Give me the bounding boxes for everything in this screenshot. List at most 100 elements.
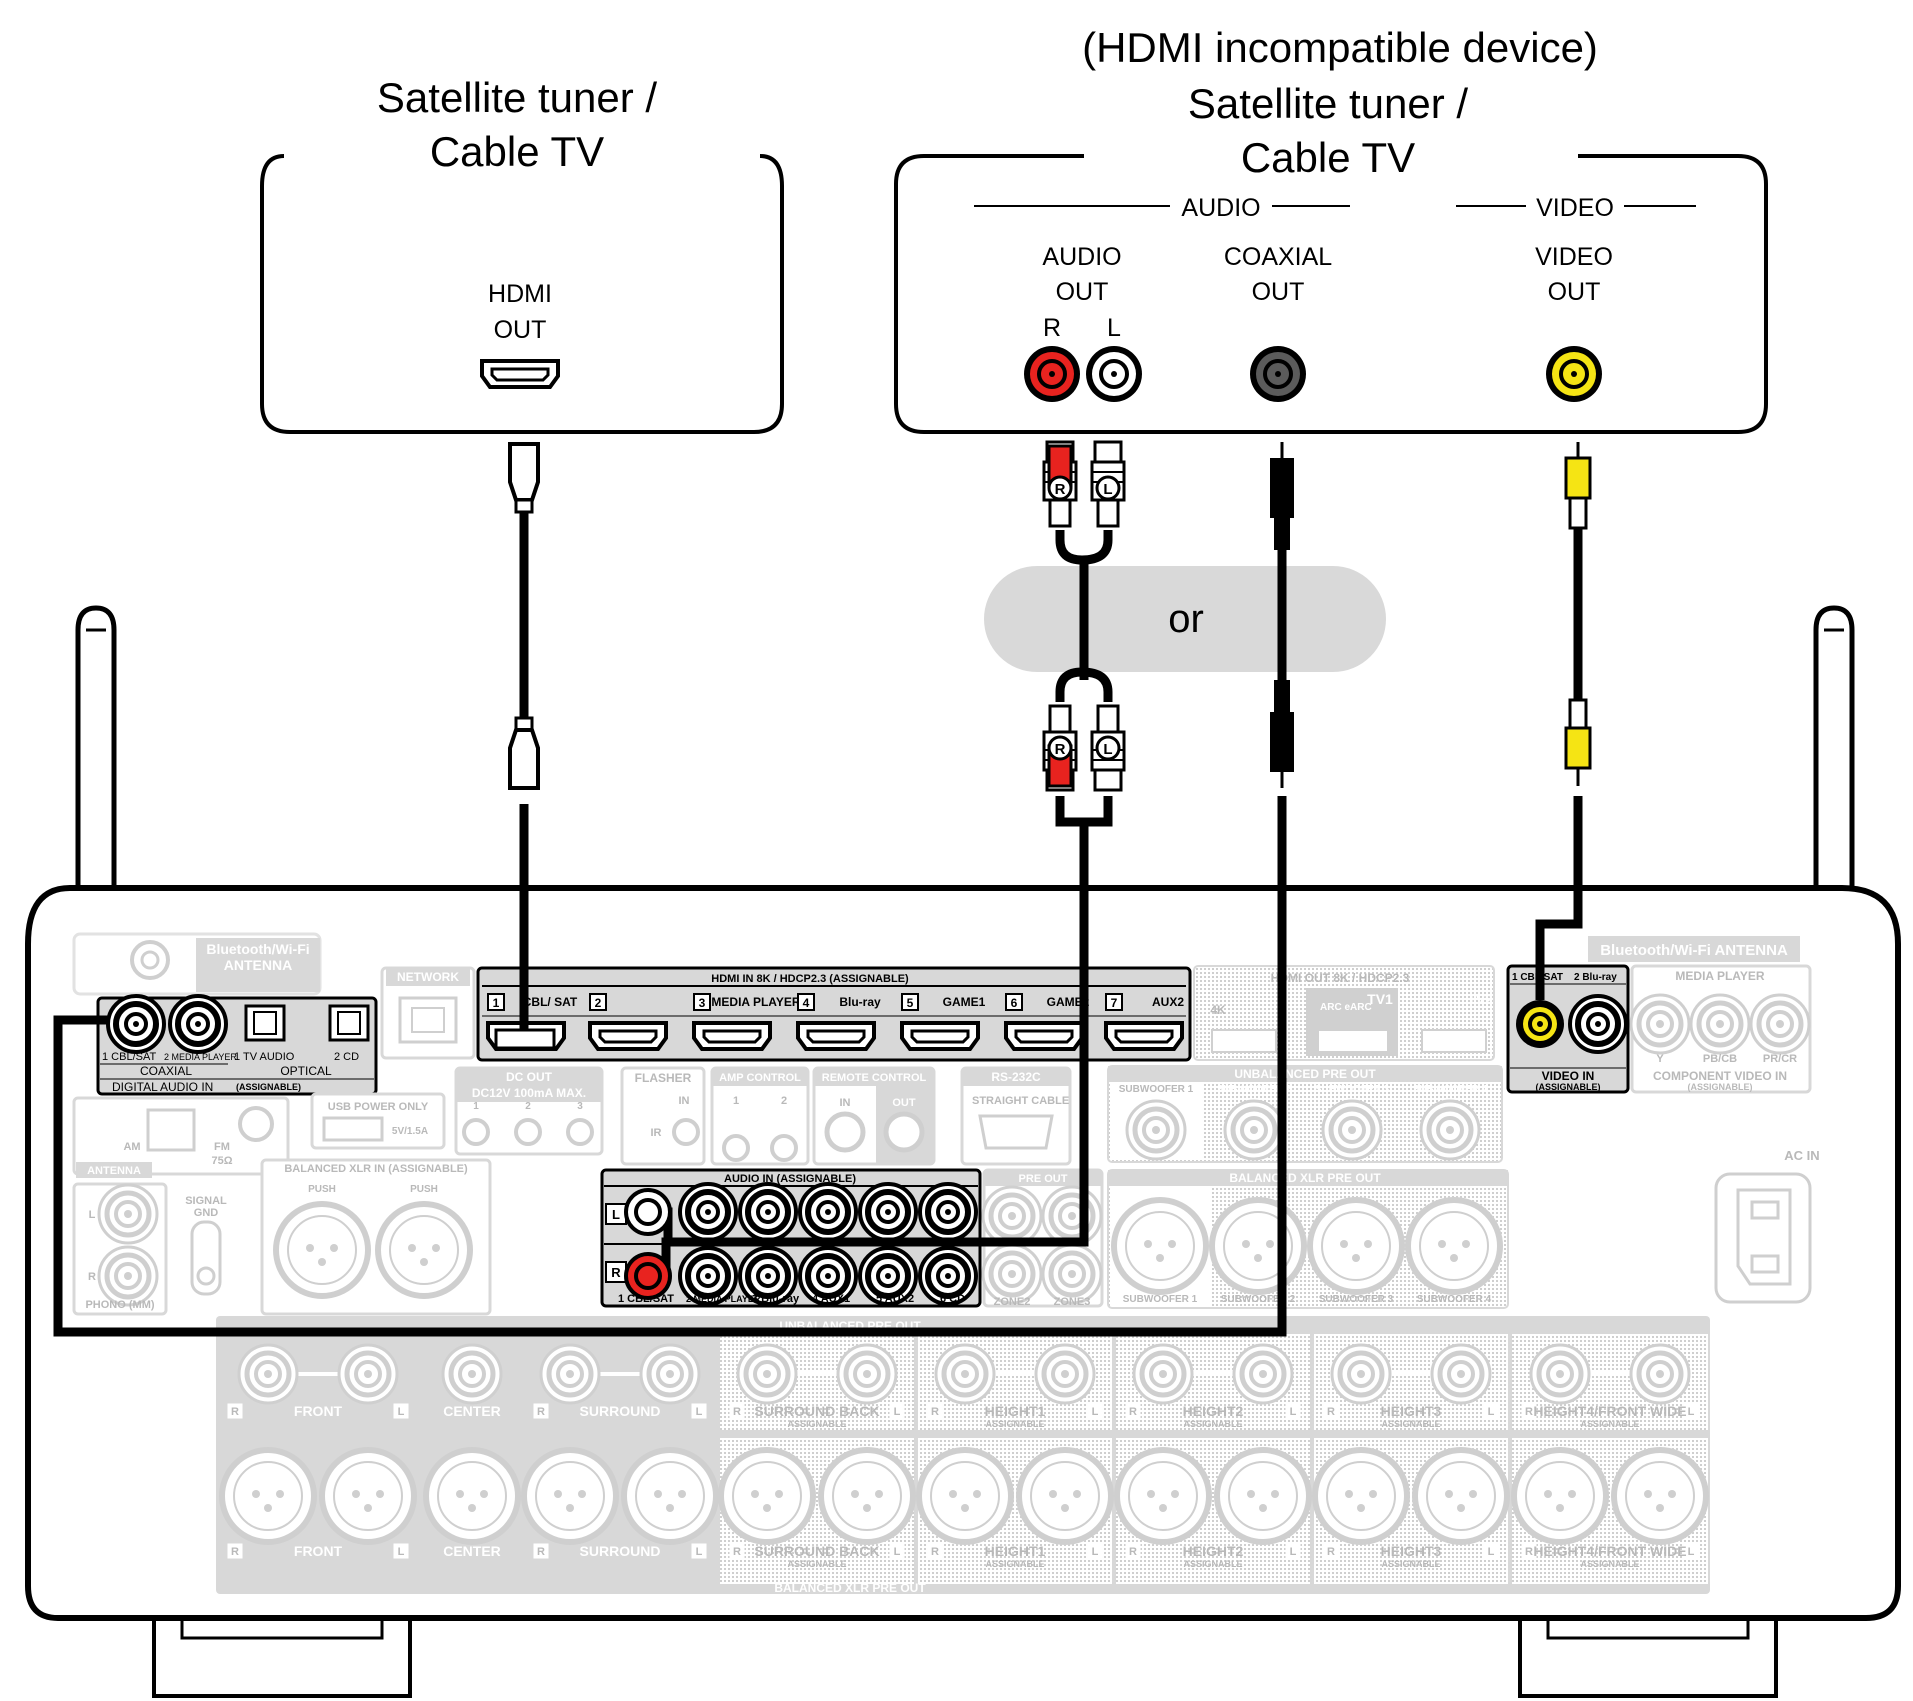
coaxial-in-1[interactable] [108, 996, 164, 1052]
channel-l-mark: L [398, 1546, 405, 1558]
audio-out-r-jack[interactable] [1024, 346, 1080, 402]
channel-r-mark: R [1129, 1546, 1137, 1558]
channel-r-mark: R [931, 1406, 939, 1418]
channel-xlr-l [821, 1450, 913, 1542]
channel-rca-r [738, 1345, 796, 1403]
pre-out-channels: UNBALANCED PRE OUT BALANCED XLR PRE OUT … [216, 1316, 1710, 1595]
channel-assignable: ASSIGNABLE [985, 1419, 1044, 1429]
channel-rca-l [1432, 1345, 1490, 1403]
digital-port-2: 2 MEDIA PLAYER [164, 1052, 237, 1062]
hdmi-in-number-box [1105, 993, 1123, 1011]
channel-xlr-r [524, 1450, 616, 1542]
channel-rca-l [1234, 1345, 1292, 1403]
channel-assignable: ASSIGNABLE [1381, 1559, 1440, 1569]
zone3-label: ZONE3 [1054, 1296, 1091, 1308]
audio-in-1-jacks[interactable] [624, 1188, 672, 1300]
channel-xlr-l [1614, 1450, 1706, 1542]
channel-name: SURROUND [580, 1403, 661, 1419]
channel-name: SURROUND BACK [754, 1403, 879, 1419]
channel-assignable: ASSIGNABLE [787, 1559, 846, 1569]
video-out-label-2: OUT [1548, 278, 1601, 306]
hdmi-in-port [900, 1021, 980, 1051]
digital-port-1: 1 CBL/SAT [102, 1051, 156, 1063]
coaxial-group-label: COAXIAL [140, 1064, 192, 1078]
subwoofer-balanced-label: SUBWOOFER 4 [1417, 1294, 1492, 1305]
subwoofer-xlr [1114, 1200, 1206, 1292]
dc-out-label: DC OUT [506, 1070, 553, 1084]
channel-name: HEIGHT2 [1183, 1403, 1244, 1419]
digital-audio-in-label: DIGITAL AUDIO IN [112, 1080, 213, 1094]
amp-control-label: AMP CONTROL [719, 1072, 801, 1084]
video-out-label-1: VIDEO [1535, 243, 1613, 271]
hdmi-out-label: HDMI OUT 8K / HDCP2.3 [1271, 971, 1410, 985]
channel-r-mark: R [537, 1406, 545, 1418]
channel-l-mark: L [696, 1406, 703, 1418]
hdmi-in-number: 7 [1111, 996, 1118, 1010]
remote-out-label: OUT [892, 1097, 916, 1109]
audio-in-label: AUDIO IN (ASSIGNABLE) [724, 1173, 856, 1185]
hdmi-in-port-label: GAME2 [1047, 995, 1090, 1009]
hdmi-out-port-label-2: OUT [494, 316, 547, 344]
digital-audio-assignable: (ASSIGNABLE) [236, 1082, 301, 1092]
straight-cable-label: STRAIGHT CABLE [972, 1095, 1069, 1107]
video-out-jack[interactable] [1546, 346, 1602, 402]
coaxial-out-label-2: OUT [1252, 278, 1305, 306]
hdmi-in-port-label: GAME1 [943, 995, 986, 1009]
hdmi-in-number-box [693, 993, 711, 1011]
balanced-xlr-pre-out-sub-label: BALANCED XLR PRE OUT [1229, 1171, 1381, 1185]
subwoofer-rca [1127, 1101, 1185, 1159]
channel-name: HEIGHT4/FRONT WIDE [1533, 1543, 1686, 1559]
coaxial-out-jack[interactable] [1250, 346, 1306, 402]
dc-out-panel: DC OUT DC12V 100mA MAX. 1 2 3 [454, 1066, 604, 1156]
subwoofer-balanced-label: SUBWOOFER 1 [1123, 1294, 1198, 1305]
video-cable[interactable] [1535, 442, 1592, 1000]
zone2-label: ZONE2 [994, 1296, 1031, 1308]
audio-in-port-label: 3 Blu-ray [752, 1293, 800, 1305]
hdmi-in-port-label: Blu-ray [839, 995, 881, 1009]
channel-rca [443, 1345, 501, 1403]
signal-gnd-2: GND [194, 1207, 219, 1219]
channel-l-mark: L [894, 1406, 901, 1418]
channel-assignable: ASSIGNABLE [1381, 1419, 1440, 1429]
subwoofer-xlr [1212, 1200, 1304, 1292]
usb-spec-label: 5V/1.5A [392, 1126, 428, 1137]
hdmi-cable[interactable] [494, 442, 556, 1050]
hdmi-in-number-box [901, 993, 919, 1011]
hdmi-in-number-box [487, 993, 505, 1011]
channel-l-mark: L [1488, 1406, 1495, 1418]
antenna-jack-icon [130, 940, 170, 980]
subwoofer-rca [1421, 1101, 1479, 1159]
channel-r-mark: R [231, 1546, 239, 1558]
channel-name: CENTER [443, 1403, 501, 1419]
signal-gnd-1: SIGNAL [185, 1195, 227, 1207]
hdmi-in-port [588, 1021, 668, 1051]
channel-r-mark: R [231, 1406, 239, 1418]
channel-r-mark: R [537, 1546, 545, 1558]
component-assignable: (ASSIGNABLE) [1688, 1082, 1753, 1092]
coaxial-in-2 [170, 996, 226, 1052]
channel-rca-l [838, 1345, 896, 1403]
hdmi-in-number: 1 [493, 996, 500, 1010]
digital-port-4: 2 CD [334, 1051, 359, 1063]
component-video-panel: MEDIA PLAYER Y PB/CB PR/CR COMPONENT VID… [1631, 964, 1812, 1094]
hdmi-in-port [692, 1021, 772, 1051]
hdmi-in-number: 3 [699, 996, 706, 1010]
audio-out-l-jack[interactable] [1086, 346, 1142, 402]
network-label: NETWORK [397, 970, 459, 984]
channel-l-mark: L [894, 1546, 901, 1558]
channel-xlr-r [721, 1450, 813, 1542]
hdmi-in-number: 4 [803, 996, 810, 1010]
hdmi-in-number-box [797, 993, 815, 1011]
audio-out-r-label: R [1043, 314, 1061, 342]
balanced-xlr-in-label: BALANCED XLR IN (ASSIGNABLE) [284, 1163, 468, 1175]
coaxial-cable[interactable] [53, 442, 1294, 1337]
subwoofer-unbalanced-label: SUBWOOFER 4 [1413, 1084, 1488, 1095]
ac-in-label: AC IN [1784, 1148, 1819, 1163]
audio-out-label-1: AUDIO [1042, 243, 1121, 271]
hdmi-in-port [796, 1021, 876, 1051]
subwoofer-xlr [1310, 1200, 1402, 1292]
hdmi-out-port[interactable] [480, 359, 560, 389]
channel-name: HEIGHT3 [1381, 1543, 1442, 1559]
channel-l-mark: L [1688, 1406, 1695, 1418]
